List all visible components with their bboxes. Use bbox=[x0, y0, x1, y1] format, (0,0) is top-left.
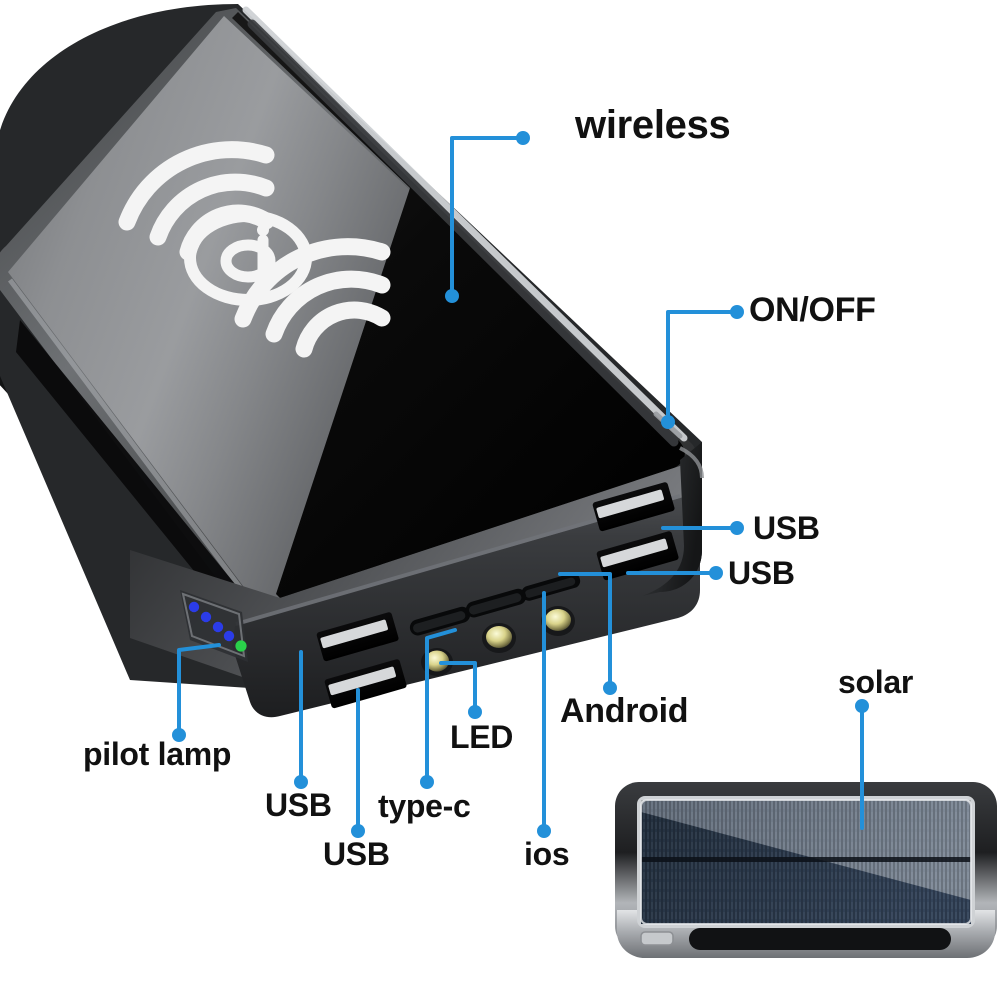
callout-dot-solar bbox=[855, 699, 869, 713]
callout-dot-led bbox=[468, 705, 482, 719]
callout-line-pilot-lamp bbox=[177, 643, 221, 737]
pilot-lamp-2 bbox=[200, 611, 212, 623]
callout-label-pilot-lamp: pilot lamp bbox=[83, 736, 232, 772]
panel-glass-outline bbox=[640, 799, 972, 925]
callout-dot-wireless-target bbox=[445, 289, 459, 303]
micro-usb-port-android bbox=[521, 573, 581, 601]
callout-dot-usb-bottom-1 bbox=[294, 775, 308, 789]
top-face-glass-panel bbox=[232, 12, 685, 598]
round-jack-right bbox=[541, 606, 575, 636]
top-face-gray-facet bbox=[8, 16, 412, 602]
callout-dot-wireless bbox=[516, 131, 530, 145]
callout-line-wireless bbox=[450, 136, 525, 298]
pilot-lamp-5 bbox=[235, 640, 247, 652]
callout-label-wireless: wireless bbox=[575, 103, 731, 147]
callout-dot-android bbox=[603, 681, 617, 695]
power-bank-right-face bbox=[642, 442, 702, 596]
panel-left-edge-highlight bbox=[7, 278, 245, 592]
ports-panel bbox=[232, 496, 700, 718]
callout-label-usb-right-top: USB bbox=[753, 510, 820, 546]
callout-line-type-c bbox=[425, 628, 457, 784]
callout-dot-usb-right-top bbox=[730, 521, 744, 535]
pilot-lamp-1 bbox=[188, 601, 200, 613]
glass-edge-highlight bbox=[242, 6, 688, 442]
pilot-lamp-group bbox=[180, 590, 248, 662]
solar-unit-port bbox=[640, 931, 674, 946]
callout-dot-type-c bbox=[420, 775, 434, 789]
right-corner-rim bbox=[679, 446, 704, 479]
panel-cell-divider bbox=[641, 857, 971, 862]
callout-dot-onoff-target bbox=[661, 415, 675, 429]
glass-edge-shadow bbox=[247, 19, 679, 447]
callout-dot-usb-right-bottom bbox=[709, 566, 723, 580]
callout-dot-pilot-lamp bbox=[172, 728, 186, 742]
callout-label-ios: ios bbox=[524, 836, 570, 872]
pilot-lamp-4 bbox=[223, 630, 235, 642]
usb-a-port-upper-left bbox=[316, 612, 399, 662]
callout-label-type-c: type-c bbox=[378, 788, 471, 824]
callout-dot-usb-bottom-2 bbox=[351, 824, 365, 838]
callout-label-usb-bottom-2: USB bbox=[323, 836, 390, 872]
solar-panel-unit-illustration bbox=[615, 782, 997, 958]
callout-dot-onoff bbox=[730, 305, 744, 319]
round-jack-left bbox=[482, 623, 516, 653]
usb-a-port-right-upper bbox=[592, 482, 675, 532]
callout-label-solar: solar bbox=[838, 664, 913, 700]
base-rubber-strip bbox=[689, 928, 951, 950]
qi-wireless-charging-icon bbox=[118, 141, 391, 358]
side-rubber-strip bbox=[16, 320, 248, 630]
callout-line-led bbox=[439, 661, 477, 714]
type-c-port bbox=[409, 606, 471, 636]
callout-dot-ios bbox=[537, 824, 551, 838]
pilot-lamp-3 bbox=[212, 621, 224, 633]
callout-label-led: LED bbox=[450, 719, 514, 755]
callout-label-onoff: ON/OFF bbox=[749, 291, 876, 329]
lightning-port-ios bbox=[465, 588, 527, 618]
callout-label-usb-bottom-1: USB bbox=[265, 787, 332, 823]
callout-line-android bbox=[558, 572, 612, 690]
usb-a-port-lower-left bbox=[324, 659, 407, 709]
power-bank-illustration bbox=[0, 4, 704, 718]
callout-label-usb-right-bottom: USB bbox=[728, 555, 795, 591]
callout-label-android: Android bbox=[560, 692, 689, 730]
usb-a-port-right-lower bbox=[596, 531, 679, 581]
callout-line-onoff bbox=[666, 310, 739, 424]
